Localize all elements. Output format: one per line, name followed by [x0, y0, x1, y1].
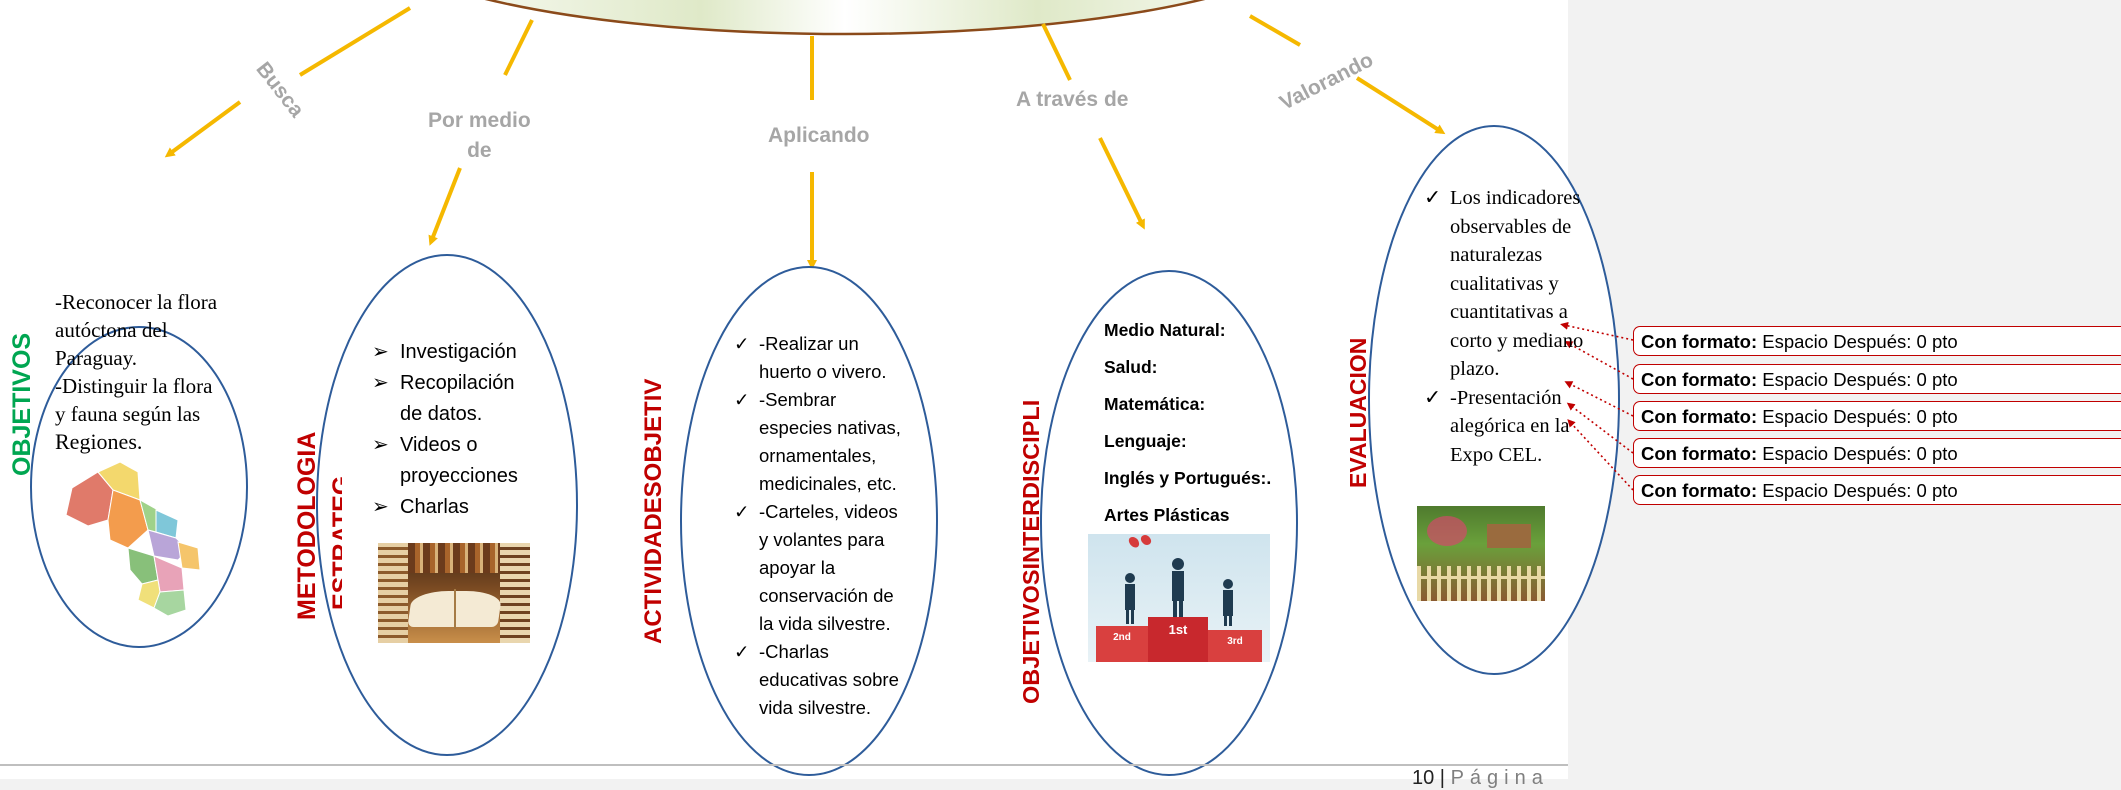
subject-item: Medio Natural:: [1104, 320, 1226, 340]
objetivos-line: Regiones.: [55, 429, 143, 454]
format-comment[interactable]: Con formato: Espacio Después: 0 pto: [1633, 401, 2121, 431]
objetivos-line: -Distinguir la flora: [55, 374, 213, 398]
subject-item: Inglés y Portugués:.: [1104, 468, 1272, 488]
actividad-item: -Charlas educativas sobre vida silvestre…: [734, 638, 906, 722]
paraguay-map-image: [58, 460, 206, 620]
format-comment[interactable]: Con formato: Espacio Después: 0 pto: [1633, 364, 2121, 394]
subject-item: Salud:: [1104, 357, 1158, 377]
books-image: [378, 543, 530, 643]
label-evaluacion: EVALUACION: [1345, 337, 1371, 488]
format-comment-label: Con formato:: [1641, 331, 1758, 352]
label-actividades: ACTIVIDADESOBJETIV: [640, 378, 667, 644]
subject-item: Lenguaje:: [1104, 431, 1187, 451]
garden-image: [1417, 506, 1545, 601]
label-metodologia-overflow: ESTRATEG: [328, 475, 342, 610]
subject-item: Matemática:: [1104, 394, 1206, 414]
evaluacion-item: Los indicadores observables de naturalez…: [1424, 184, 1594, 384]
connector-a-traves: A través de: [1016, 88, 1129, 111]
evaluacion-list: Los indicadores observables de naturalez…: [1424, 184, 1594, 469]
actividad-item: -Carteles, videos y volantes para apoyar…: [734, 498, 906, 638]
metodologia-item: Videos o proyecciones: [372, 430, 542, 492]
format-comment-text: Espacio Después: 0 pto: [1762, 406, 1958, 427]
format-comment[interactable]: Con formato: Espacio Después: 0 pto: [1633, 438, 2121, 468]
connector-aplicando: Aplicando: [768, 124, 870, 147]
format-comment-label: Con formato:: [1641, 443, 1758, 464]
podium-image: 1st 2nd 3rd: [1088, 534, 1270, 662]
metodologia-item: Recopilación de datos.: [372, 368, 542, 430]
objetivos-text: -Reconocer la flora autóctona del Paragu…: [55, 288, 235, 456]
format-comment-text: Espacio Después: 0 pto: [1762, 480, 1958, 501]
podium-third-label: 3rd: [1227, 636, 1243, 647]
central-ellipse: [484, 0, 1206, 36]
format-comment[interactable]: Con formato: Espacio Después: 0 pto: [1633, 475, 2121, 505]
label-interdisciplinarios: OBJETIVOSINTERDISCIPLI: [1018, 399, 1044, 704]
subjects-list: Medio Natural: Salud: Matemática: Lengua…: [1104, 312, 1284, 534]
subject-item: Artes Plásticas: [1104, 505, 1230, 525]
page-number-value: 10 |: [1412, 767, 1445, 789]
connector-arrows: [164, 6, 1446, 270]
podium-first-label: 1st: [1169, 622, 1188, 637]
label-metodologia: METODOLOGIA: [293, 431, 321, 620]
format-comment-label: Con formato:: [1641, 406, 1758, 427]
actividad-item: -Sembrar especies nativas, ornamentales,…: [734, 386, 906, 498]
connector-por-medio: Por medio de: [428, 106, 531, 166]
evaluacion-item: -Presentación alegórica en la Expo CEL.: [1424, 384, 1594, 470]
format-comment-text: Espacio Después: 0 pto: [1762, 443, 1958, 464]
objetivos-line: Paraguay.: [55, 346, 138, 370]
connector-por-medio-line2: de: [467, 139, 492, 162]
format-comment-label: Con formato:: [1641, 369, 1758, 390]
connector-por-medio-line1: Por medio: [428, 109, 531, 132]
format-comment-text: Espacio Después: 0 pto: [1762, 369, 1958, 390]
metodologia-item: Investigación: [372, 337, 542, 368]
page-word: Página: [1450, 767, 1549, 789]
podium-second-label: 2nd: [1113, 632, 1131, 643]
format-comment-text: Espacio Después: 0 pto: [1762, 331, 1958, 352]
format-comment-label: Con formato:: [1641, 480, 1758, 501]
footer-rule: [0, 764, 1568, 766]
format-comment[interactable]: Con formato: Espacio Después: 0 pto: [1633, 326, 2121, 356]
actividad-item: -Realizar un huerto o vivero.: [734, 330, 906, 386]
objetivos-line: y fauna según las: [55, 402, 201, 426]
metodologia-list: Investigación Recopilación de datos. Vid…: [372, 337, 542, 523]
objetivos-line: -Reconocer la flora: [55, 290, 218, 314]
label-objetivos: OBJETIVOS: [8, 332, 36, 476]
actividades-list: -Realizar un huerto o vivero. -Sembrar e…: [734, 330, 906, 722]
objetivos-line: autóctona del: [55, 318, 168, 342]
metodologia-item: Charlas: [372, 492, 542, 523]
